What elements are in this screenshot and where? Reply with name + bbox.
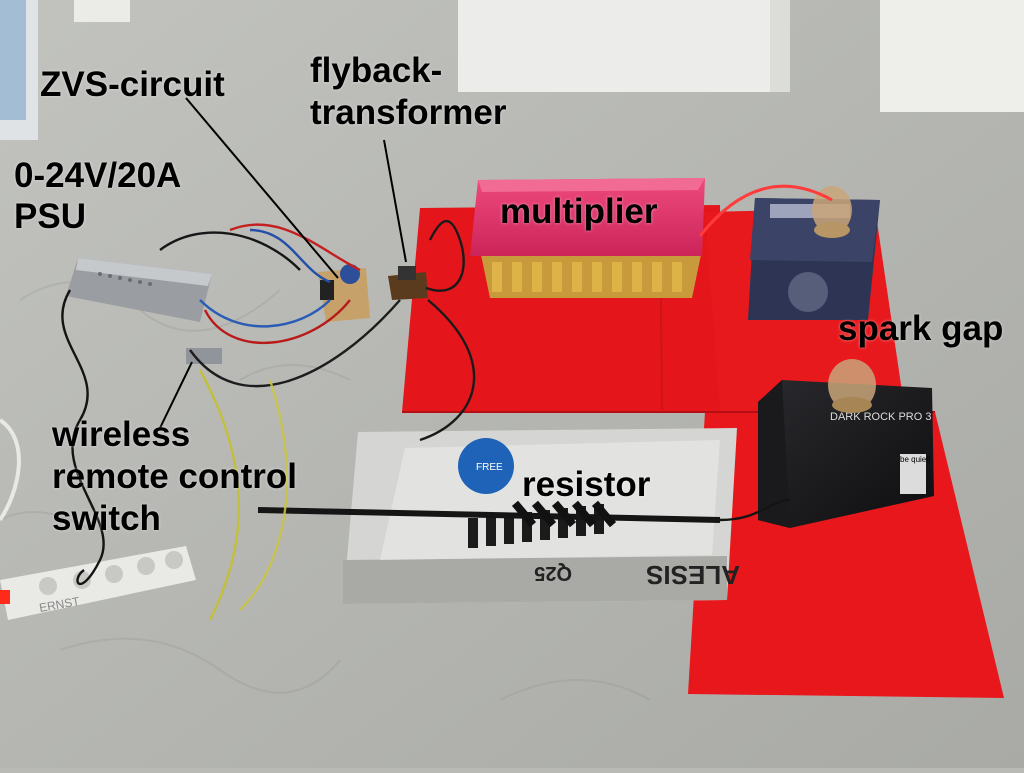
label-flyback-line2: transformer (310, 93, 507, 132)
q25-text: Q25 (534, 562, 572, 584)
label-psu-line2: PSU (14, 197, 86, 236)
wall-left (0, 0, 38, 140)
annotation-lines (159, 97, 407, 429)
case-brand-text: DARK ROCK PRO 3 (830, 411, 931, 423)
wall-right (880, 0, 1024, 112)
case-logo-text: be quiet! (900, 455, 931, 464)
zvs-board (318, 264, 370, 322)
label-flyback-line1: flyback- (310, 51, 443, 90)
psu (66, 258, 212, 322)
spark-gap-lower (828, 359, 876, 413)
resistor-chain (257, 507, 721, 523)
badge-text: FREE (476, 462, 503, 473)
label-zvs-circuit: ZVS-circuit (40, 65, 225, 104)
label-multiplier: multiplier (500, 192, 658, 231)
alesis-text: ALESIS (646, 560, 740, 590)
label-spark-gap: spark gap (838, 309, 1004, 348)
multiplier-box (470, 178, 705, 298)
door-panel (458, 0, 788, 92)
label-remote-line3: switch (52, 499, 161, 538)
label-psu-line1: 0-24V/20A (14, 156, 182, 195)
flyback-transformer (388, 266, 428, 300)
pillar (74, 0, 130, 22)
cables (0, 219, 791, 621)
red-hv-wire (698, 184, 833, 237)
label-remote-line1: wireless (52, 415, 191, 454)
label-resistor: resistor (522, 465, 651, 504)
wall-left-blue (0, 0, 26, 120)
cooler-box: be quiet! DARK ROCK PRO 3 (758, 380, 934, 528)
remote-switch (186, 348, 222, 364)
resistor-beads (511, 500, 617, 528)
label-remote-line2: remote control (52, 457, 298, 496)
spark-gap-upper (812, 186, 852, 238)
door-edge (770, 0, 790, 92)
